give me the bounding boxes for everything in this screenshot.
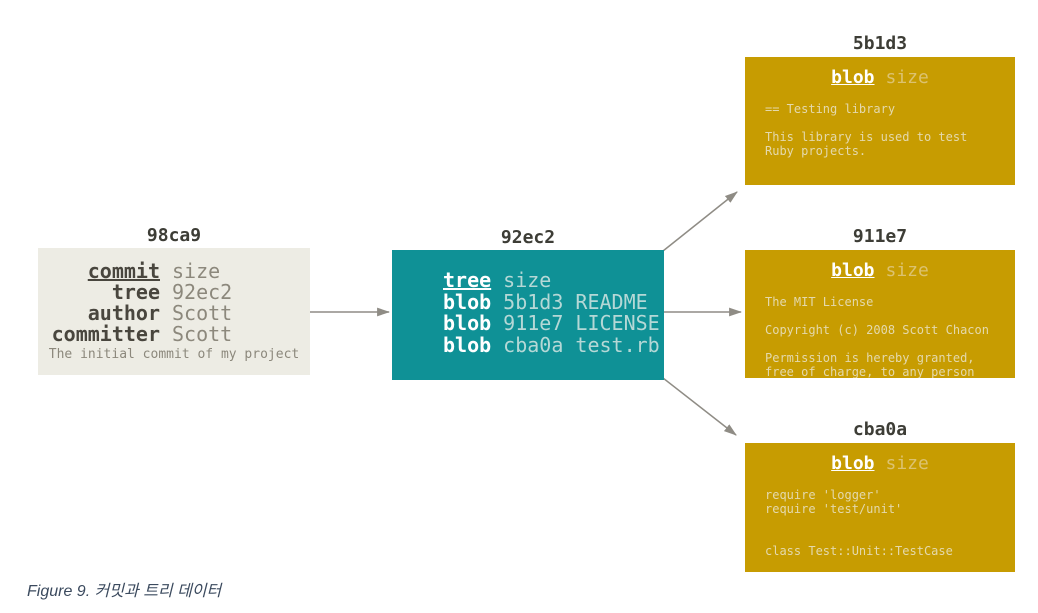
commit-message: The initial commit of my project (48, 347, 300, 362)
tree-type-label: tree (443, 268, 492, 292)
author-key-label: author (87, 301, 160, 325)
figure-caption: Figure 9. 커밋과 트리 데이터 (27, 583, 222, 600)
commit-type-label: commit (87, 259, 160, 283)
blob-type-label: blob (831, 260, 875, 281)
blob-box-911e7: blob size The MIT License Copyright (c) 2… (745, 250, 1015, 378)
blob-node-title: cba0a (852, 419, 908, 440)
blob-node-title: 5b1d3 (852, 33, 908, 54)
blob-entry-label: blob (443, 332, 492, 357)
blob-header: blob size (745, 260, 1015, 282)
blob-box-cba0a: blob size require 'logger' require 'test/… (745, 443, 1015, 572)
commit-row: author Scott (38, 303, 310, 324)
blob-header: blob size (745, 67, 1015, 89)
commit-row: committer Scott (38, 324, 310, 345)
blob-entry-value: 5b1d3 README (503, 289, 648, 314)
tree-row: blob cba0a test.rb (443, 332, 664, 357)
committer-value: Scott (172, 322, 233, 346)
tree-row: tree size (443, 268, 664, 292)
blob-size-label: size (885, 67, 929, 88)
blob-body: The MIT License Copyright (c) 2008 Scott… (765, 295, 989, 378)
blob-entry-label: blob (443, 311, 492, 335)
arrow-tree-to-blob-5b1d3 (662, 191, 738, 252)
blob-entry-value: cba0a test.rb (503, 332, 660, 357)
blob-body: == Testing library This library is used … (765, 102, 968, 158)
tree-hash-value: 92ec2 (172, 280, 233, 304)
commit-row: tree 92ec2 (38, 282, 310, 303)
blob-body: require 'logger' require 'test/unit' cla… (765, 488, 953, 558)
commit-row: commit size (38, 261, 310, 282)
arrow-tree-to-blob-cba0a (662, 377, 737, 436)
blob-entry-label: blob (443, 289, 492, 314)
blob-header: blob size (745, 453, 1015, 475)
blob-node-title: 911e7 (852, 226, 908, 247)
blob-entry-value: 911e7 LICENSE (503, 311, 660, 335)
tree-size-value: size (503, 268, 552, 292)
tree-box: tree size blob 5b1d3 README blob 911e7 LICE… (392, 250, 664, 380)
tree-key-label: tree (111, 280, 160, 304)
commit-size-value: size (172, 259, 221, 283)
tree-row: blob 911e7 LICENSE (443, 311, 664, 335)
blob-size-label: size (885, 453, 929, 474)
blob-type-label: blob (831, 453, 875, 474)
blob-type-label: blob (831, 67, 875, 88)
author-value: Scott (172, 301, 233, 325)
committer-key-label: committer (51, 322, 160, 346)
commit-node-title: 98ca9 (146, 225, 202, 246)
tree-node-title: 92ec2 (500, 227, 556, 248)
tree-row: blob 5b1d3 README (443, 289, 664, 314)
commit-box: commit size tree 92ec2 author Scott comm… (38, 248, 310, 375)
blob-size-label: size (885, 260, 929, 281)
blob-box-5b1d3: blob size == Testing library This library… (745, 57, 1015, 185)
